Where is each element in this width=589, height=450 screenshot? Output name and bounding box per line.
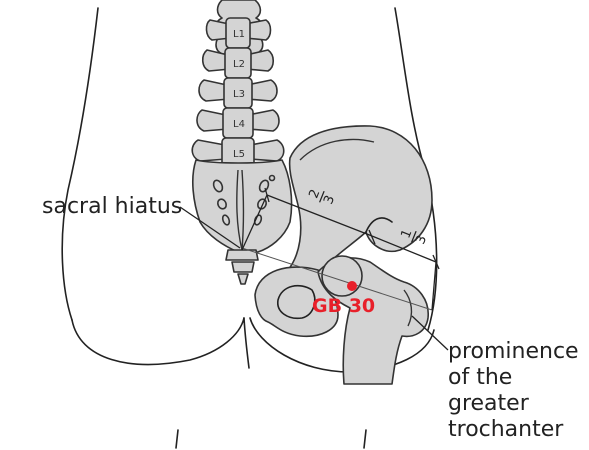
vertebra-label-l2: L2 [233, 59, 245, 70]
vertebra-label-l1: L1 [233, 29, 245, 40]
trochanter-label-line-1: prominence [448, 339, 579, 364]
sacrum [193, 160, 292, 284]
vertebra-l3: L3 [199, 78, 277, 108]
lumbar-spine: L1 L2 L3 L4 L5 [192, 0, 284, 168]
acupoint-label: GB 30 [312, 295, 375, 317]
vertebra-label-l4: L4 [233, 119, 245, 130]
vertebra-label-l5: L5 [233, 149, 245, 160]
trochanter-label-line-2: of the [448, 365, 512, 390]
sacral-hiatus-label: sacral hiatus [42, 194, 182, 219]
vertebra-l2: L2 [203, 48, 274, 78]
acupoint-marker [347, 281, 357, 291]
trochanter-label-line-4: trochanter [448, 417, 564, 442]
fraction-denominator: 3 [413, 233, 430, 246]
trochanter-label-line-3: greater [448, 391, 530, 416]
vertebra-label-l3: L3 [233, 89, 245, 100]
greater-trochanter-label: prominence of the greater trochanter [448, 339, 579, 442]
vertebra-l4: L4 [197, 108, 279, 138]
